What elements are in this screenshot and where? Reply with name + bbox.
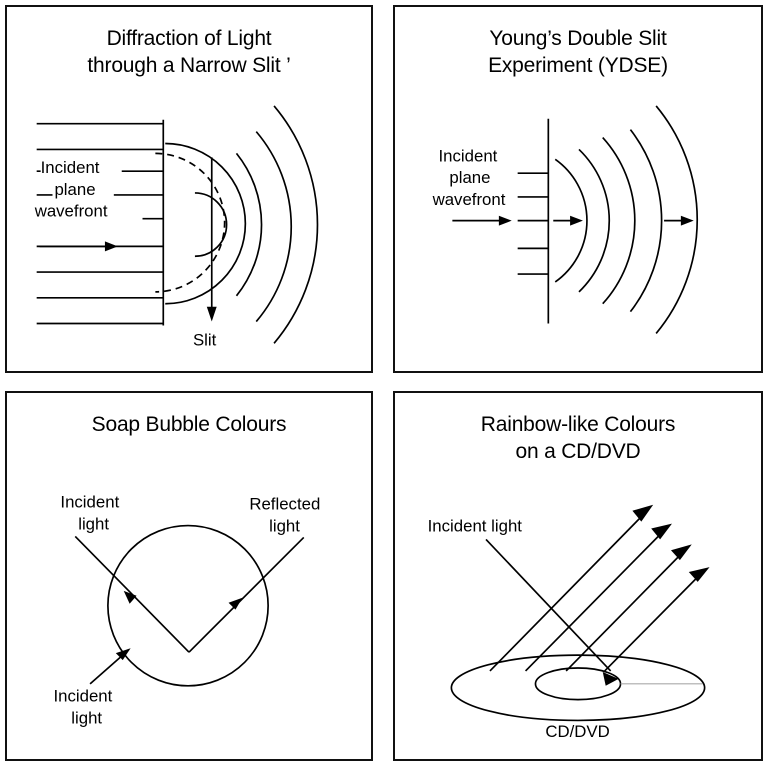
incident-direction-arrow — [39, 241, 118, 252]
incident-wavefront-label-line1: Incident — [41, 158, 100, 177]
incident-light-top-label-line2: light — [78, 515, 109, 534]
dashed-wavelet-arc — [155, 152, 226, 293]
panel-3-diagram: Incident light Reflected light Incident … — [7, 393, 371, 759]
incident-wavefront-label-line3: wavefront — [34, 202, 108, 221]
incident-wavefront-label-line2: plane — [449, 168, 490, 187]
propagation-arrow-1 — [553, 215, 583, 226]
incident-direction-arrow — [452, 215, 512, 226]
propagation-arrow-2 — [664, 215, 694, 226]
diffracted-ray-2 — [524, 523, 672, 672]
incident-wavefront-label-line3: wavefront — [432, 190, 506, 209]
incident-ray-bottom-pointer — [89, 648, 131, 685]
incident-light-bottom-label-line1: Incident — [53, 687, 112, 706]
reflected-light-label-line2: light — [269, 516, 300, 535]
cd-dvd-label: CD/DVD — [545, 722, 609, 741]
incident-ray-top — [74, 535, 190, 653]
incident-wavefront-label-line1: Incident — [439, 146, 498, 165]
incident-wavefront-label-line2: plane — [54, 180, 95, 199]
reflected-light-label-line1: Reflected — [249, 495, 320, 514]
slit-label: Slit — [193, 330, 217, 349]
plane-wavefront-lines — [36, 122, 164, 325]
panel-2-title: Young’s Double Slit Experiment (YDSE) — [488, 27, 668, 77]
slit-pointer — [206, 157, 217, 322]
incident-ray — [485, 538, 619, 686]
diffracted-ray-1 — [489, 504, 654, 672]
panel-1-diagram: Incident plane wavefront — [7, 7, 371, 371]
reflected-ray — [188, 536, 305, 653]
incident-light-bottom-label-line2: light — [71, 708, 102, 727]
diffracted-wavefront-arcs — [554, 105, 698, 334]
diffracted-ray-3 — [565, 544, 692, 672]
plane-wavefront-ticks — [517, 172, 549, 275]
incident-light-top-label-line1: Incident — [60, 493, 119, 512]
panel-diffraction-narrow-slit: Diffraction of Light through a Narrow Sl… — [5, 5, 373, 373]
diffracted-wavefront-arcs — [165, 105, 319, 344]
panel-1-title: Diffraction of Light through a Narrow Sl… — [87, 27, 291, 77]
soap-bubble-circle — [107, 524, 269, 687]
panel-2-diagram: Incident plane wavefront — [395, 7, 761, 371]
diffracted-ray-4 — [604, 567, 710, 672]
incident-light-label: Incident light — [428, 516, 523, 535]
cd-outer-ellipse — [450, 654, 706, 722]
panel-soap-bubble-colours: Soap Bubble Colours — [5, 391, 373, 761]
panel-4-title: Rainbow-like Colours on a CD/DVD — [480, 413, 676, 463]
panel-cd-dvd-rainbow-colours: Rainbow-like Colours on a CD/DVD — [393, 391, 763, 761]
panel-3-title: Soap Bubble Colours — [91, 413, 287, 436]
panel-young-double-slit: Young’s Double Slit Experiment (YDSE) In… — [393, 5, 763, 373]
panel-4-diagram: Incident light CD/DVD — [395, 393, 761, 759]
